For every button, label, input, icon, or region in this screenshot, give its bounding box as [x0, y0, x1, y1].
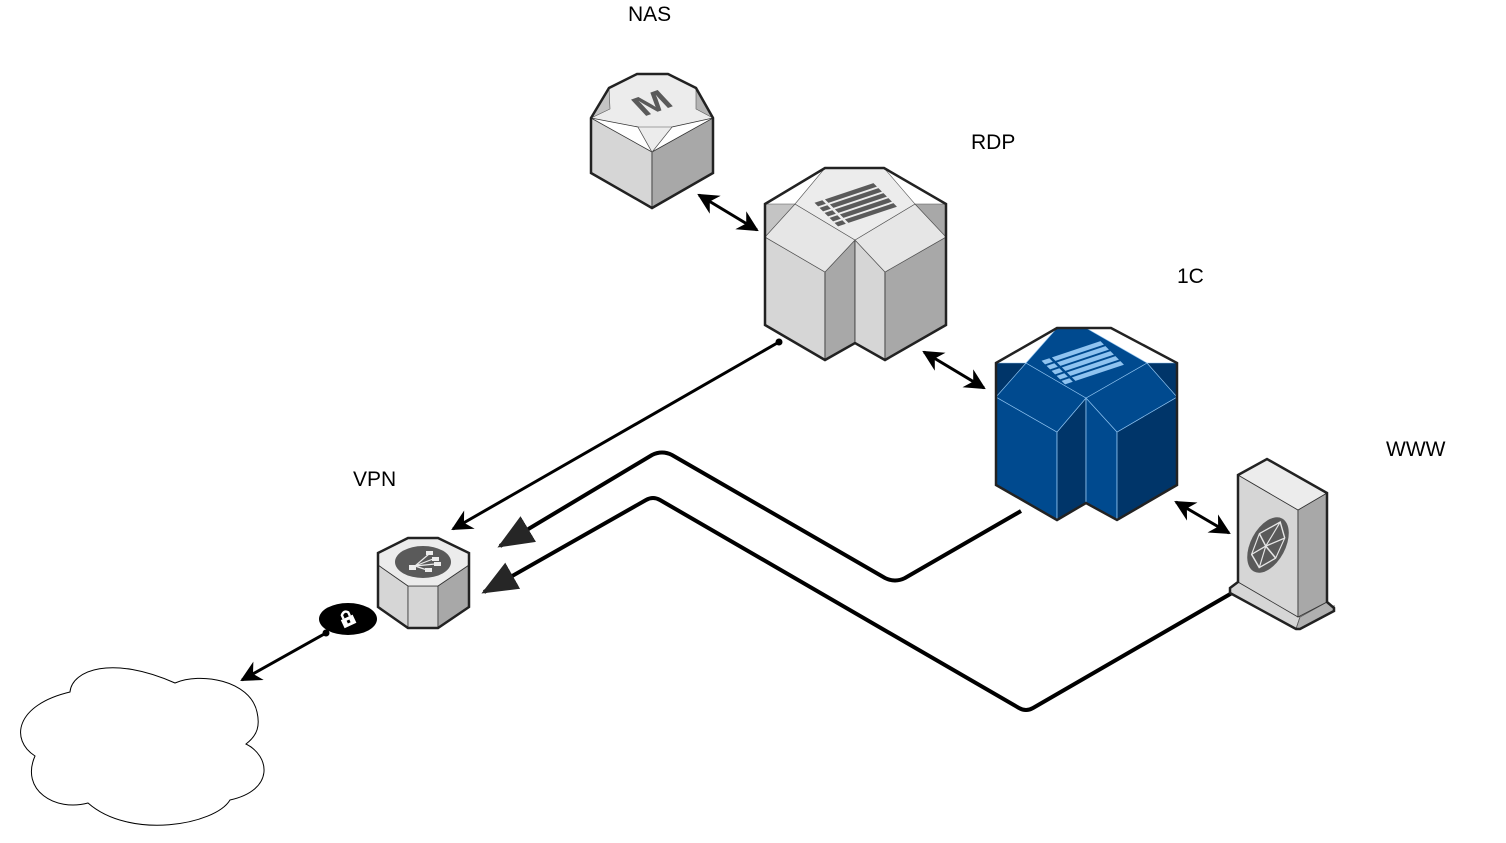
- www-node[interactable]: [1228, 457, 1336, 631]
- vpn-outline: [376, 536, 471, 630]
- www-side-face: [1297, 492, 1328, 618]
- onec-node[interactable]: [994, 326, 1179, 522]
- vpn-gateway-icon: [409, 551, 441, 572]
- nas-node[interactable]: M: [589, 72, 715, 210]
- rdp-label: RDP: [971, 131, 1016, 154]
- lock-icon: [340, 610, 357, 629]
- web-server-globe-icon: [1247, 517, 1289, 573]
- server-cluster-icon: [814, 183, 897, 227]
- edge-1c-www[interactable]: [1174, 500, 1231, 535]
- vpn-icon-disc: [395, 546, 451, 578]
- www-label: WWW: [1386, 438, 1446, 461]
- edge-lock-cloud[interactable]: [240, 631, 327, 682]
- nas-front-notch: [637, 126, 673, 153]
- edge-nas-rdp[interactable]: [697, 193, 759, 232]
- nas-label: NAS: [628, 3, 672, 26]
- lock-node[interactable]: [319, 603, 377, 635]
- vpn-label: VPN: [353, 468, 397, 491]
- vpn-front-face: [407, 585, 439, 629]
- edge-rdp-1c[interactable]: [922, 350, 986, 390]
- nas-outline: [589, 72, 715, 210]
- server-cluster-icon: [1041, 341, 1124, 385]
- rdp-node[interactable]: [763, 166, 948, 362]
- connectors: [240, 193, 1234, 712]
- cloud-icon: [20, 667, 265, 826]
- vpn-node[interactable]: [376, 536, 471, 630]
- www-outline: [1228, 457, 1336, 631]
- internet-cloud[interactable]: [20, 667, 265, 826]
- onec-label: 1C: [1177, 265, 1204, 288]
- rdp-outline: [763, 166, 948, 362]
- edge-www-vpn[interactable]: [481, 496, 1234, 712]
- edge-rdp-vpn[interactable]: [451, 340, 780, 531]
- onec-outline: [994, 326, 1179, 522]
- edge-1c-vpn[interactable]: [497, 450, 1023, 583]
